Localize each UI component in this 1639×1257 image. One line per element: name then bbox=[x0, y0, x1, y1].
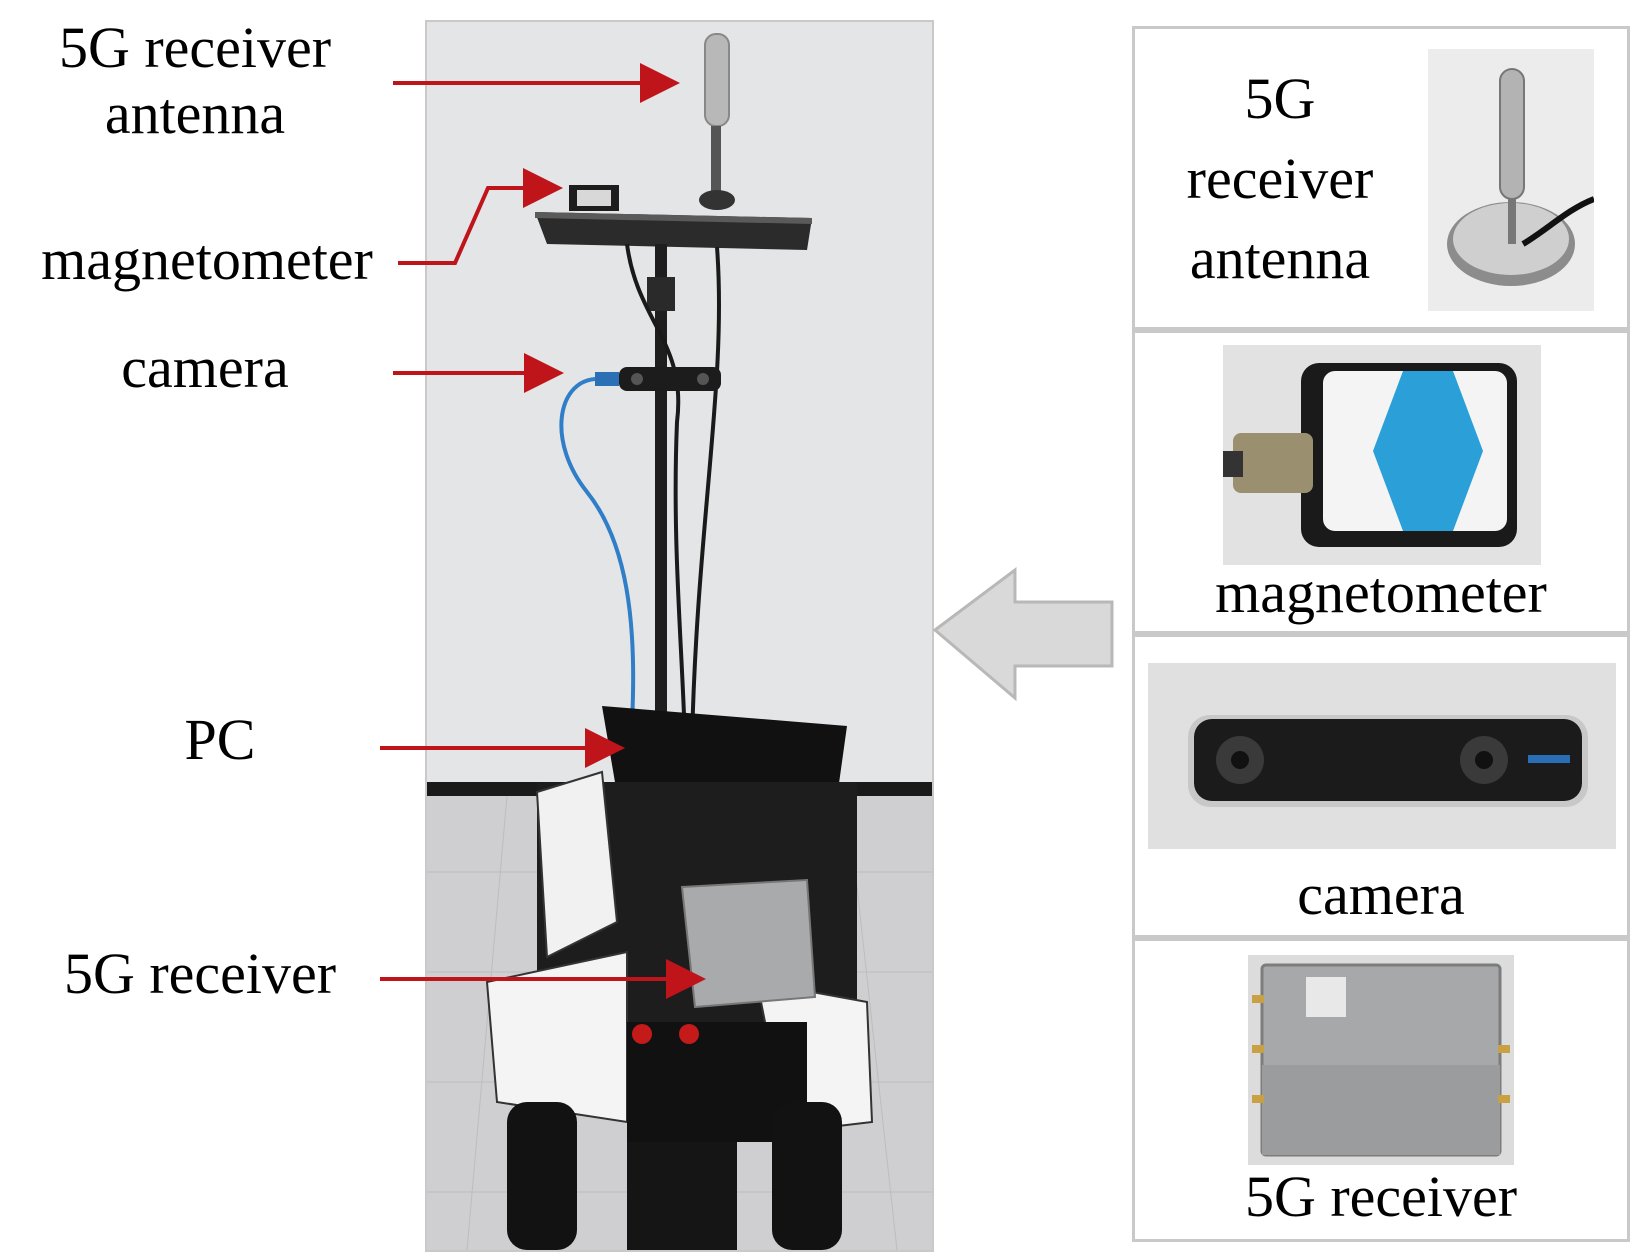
big-left-arrow bbox=[932, 567, 1114, 702]
label-camera: camera bbox=[121, 335, 289, 400]
robot-photo bbox=[425, 20, 934, 1252]
panel-magnetometer: magnetometer bbox=[1132, 330, 1630, 634]
panel-camera: camera bbox=[1132, 634, 1630, 938]
label-antenna-line2: antenna bbox=[104, 81, 286, 146]
panel-antenna: 5G receiver antenna bbox=[1132, 26, 1630, 330]
label-antenna-line1: 5G receiver bbox=[58, 15, 332, 80]
label-receiver: 5G receiver bbox=[63, 941, 337, 1006]
panel-receiver: 5G receiver bbox=[1132, 938, 1630, 1242]
label-magnetometer: magnetometer bbox=[41, 227, 373, 292]
panel-receiver-label: 5G receiver bbox=[1244, 1164, 1518, 1229]
panel-antenna-line2: receiver bbox=[1186, 146, 1374, 211]
antenna-photo bbox=[1428, 49, 1594, 311]
camera-photo bbox=[1148, 663, 1616, 849]
panel-antenna-line1: 5G bbox=[1244, 66, 1316, 131]
panel-magnetometer-label: magnetometer bbox=[1215, 560, 1547, 625]
label-pc: PC bbox=[184, 707, 256, 772]
panel-camera-label: camera bbox=[1297, 862, 1465, 927]
panel-antenna-line3: antenna bbox=[1189, 226, 1371, 291]
magnetometer-photo bbox=[1223, 345, 1541, 565]
receiver-photo bbox=[1248, 955, 1514, 1165]
